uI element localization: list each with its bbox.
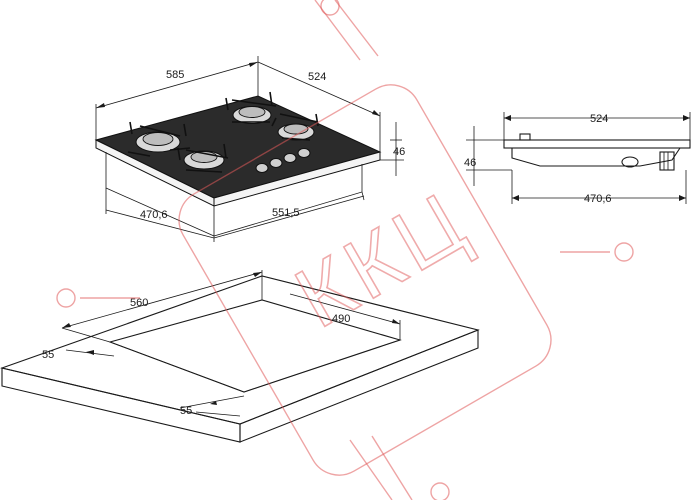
gas-connector <box>621 151 675 171</box>
worktop-cutout-view: 560 490 55 55 <box>0 270 480 443</box>
cutout-dim-55-front-label: 55 <box>180 405 192 417</box>
dim-cutout-depth: 490 <box>289 293 401 340</box>
side-glass-plate <box>503 139 691 149</box>
hob-side-view: 524 46 470,6 <box>464 112 691 205</box>
control-knobs <box>255 148 311 173</box>
side-body <box>511 147 681 167</box>
worktop-front-face <box>1 367 241 443</box>
dim-cutout-front-margin: 55 <box>179 395 245 417</box>
cutout-dim-560-label: 560 <box>130 297 148 309</box>
dim-hob-base-width: 551,5 <box>213 191 365 239</box>
dim-585-label: 585 <box>166 69 184 81</box>
dim-hob-height: 46 <box>380 122 405 176</box>
side-knob <box>519 133 531 141</box>
dim-side-depth: 524 <box>503 112 691 140</box>
watermark-text: ККЦ <box>280 172 485 346</box>
knob-4 <box>297 148 311 158</box>
dim-551-5-label: 551,5 <box>272 207 300 219</box>
dim-hob-width: 585 <box>95 56 259 140</box>
side-dim-46-label: 46 <box>464 157 476 169</box>
side-dim-524-label: 524 <box>590 113 608 125</box>
burner-left <box>135 131 181 153</box>
dim-470-6-label: 470,6 <box>140 209 168 221</box>
dim-cutout-side-margin: 55 <box>42 349 115 361</box>
cutout-dim-490-label: 490 <box>332 313 350 325</box>
dim-524-label: 524 <box>308 71 326 83</box>
hob-isometric-view: 585 524 46 470,6 551,5 <box>94 56 405 242</box>
watermark-stamp: ККЦ <box>56 0 634 500</box>
worktop-side-face <box>239 329 479 443</box>
hob-body-outline <box>105 152 215 237</box>
dim-46-label: 46 <box>393 146 405 158</box>
dim-side-base-depth: 470,6 <box>511 170 687 205</box>
dim-cutout-width: 560 <box>61 270 263 343</box>
cutout-dim-55-side-label: 55 <box>42 349 54 361</box>
knob-3 <box>283 153 297 163</box>
knob-1 <box>255 163 269 173</box>
dim-hob-depth: 524 <box>257 61 381 152</box>
pan-support-grates <box>127 91 319 173</box>
knob-2 <box>269 158 283 168</box>
side-dim-470-6-label: 470,6 <box>584 193 612 205</box>
cutout-inner-edge <box>109 339 401 393</box>
dim-side-height: 46 <box>464 126 512 186</box>
burner-top <box>232 106 272 124</box>
dim-hob-base-depth: 470,6 <box>105 188 215 242</box>
